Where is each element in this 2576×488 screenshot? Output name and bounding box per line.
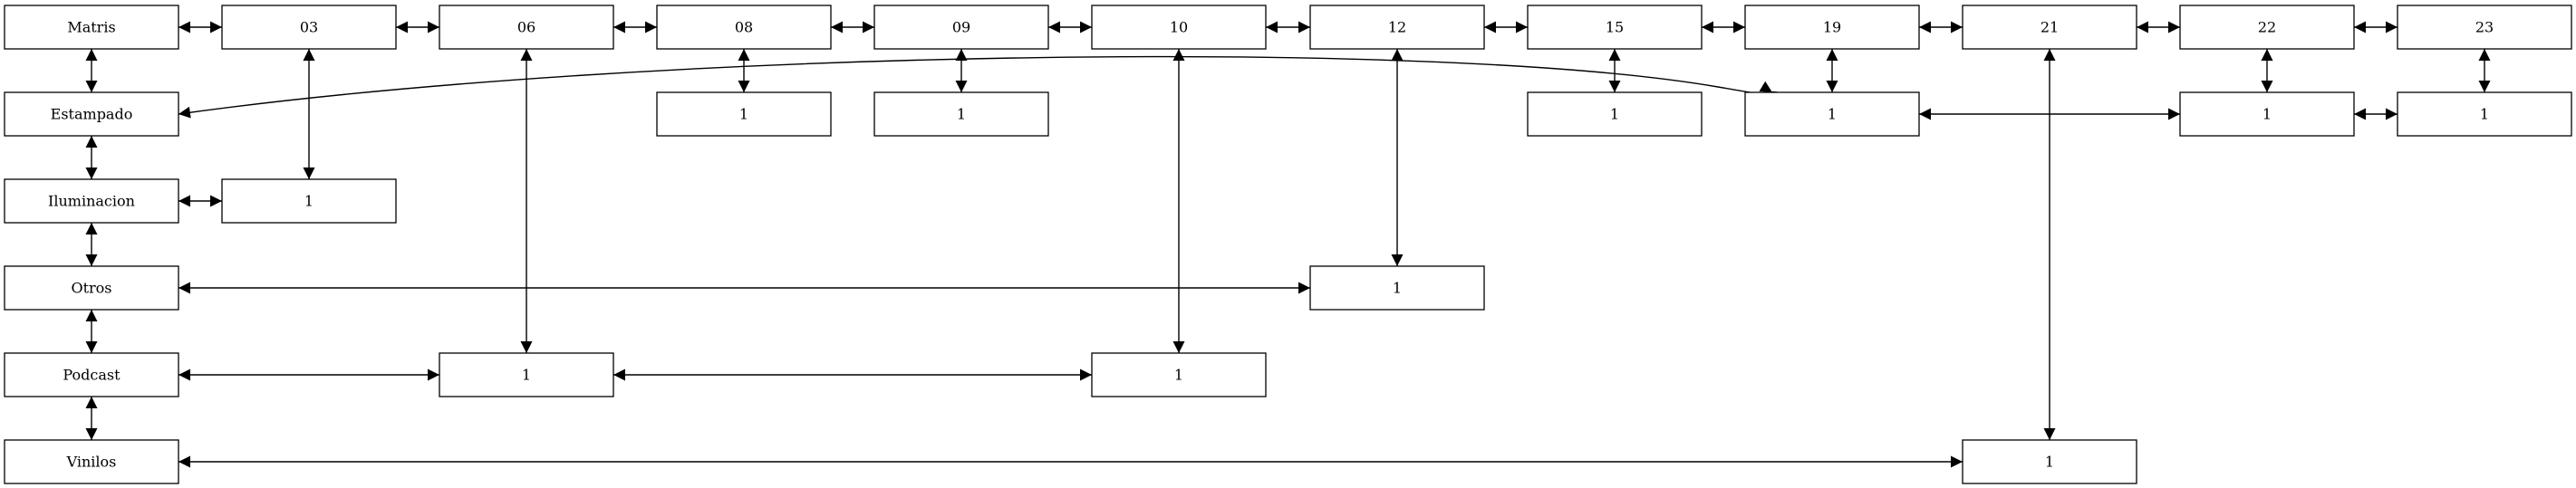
node-label: 1 xyxy=(2262,106,2272,123)
node-label: 19 xyxy=(1823,19,1841,36)
node-iluminacion: Iluminacion xyxy=(4,178,179,224)
node-box xyxy=(2397,91,2572,137)
node-label: Otros xyxy=(71,280,111,297)
node-label: 10 xyxy=(1170,19,1188,36)
node-label: 1 xyxy=(957,106,966,123)
node-box xyxy=(656,91,832,137)
node-otros: Otros xyxy=(4,265,179,311)
node-box xyxy=(1527,5,1703,50)
node-label: 21 xyxy=(2041,19,2059,36)
node-label: 12 xyxy=(1388,19,1406,36)
node-c21: 1 xyxy=(1962,439,2137,484)
node-label: 1 xyxy=(1828,106,1837,123)
node-box xyxy=(2179,91,2355,137)
node-box xyxy=(2179,5,2355,50)
node-n21: 21 xyxy=(1962,5,2137,50)
node-box xyxy=(656,5,832,50)
node-box xyxy=(1744,5,1920,50)
node-label: 03 xyxy=(300,19,318,36)
node-box xyxy=(221,178,397,224)
node-c22: 1 xyxy=(2179,91,2355,137)
node-box xyxy=(1962,439,2137,484)
node-matris: Matris xyxy=(4,5,179,50)
node-box xyxy=(4,5,179,50)
node-c23: 1 xyxy=(2397,91,2572,137)
node-label: 1 xyxy=(739,106,748,123)
node-c19: 1 xyxy=(1744,91,1920,137)
node-estampado: Estampado xyxy=(4,91,179,137)
node-label: 1 xyxy=(1393,280,1402,297)
node-box xyxy=(439,5,614,50)
node-label: Matris xyxy=(67,19,115,36)
node-c09: 1 xyxy=(873,91,1049,137)
node-n06: 06 xyxy=(439,5,614,50)
node-n03: 03 xyxy=(221,5,397,50)
node-label: 08 xyxy=(735,19,753,36)
node-label: 1 xyxy=(522,367,531,384)
node-box xyxy=(1091,5,1267,50)
node-n12: 12 xyxy=(1309,5,1485,50)
node-box xyxy=(1091,352,1267,397)
node-c10: 1 xyxy=(1091,352,1267,397)
node-box xyxy=(221,5,397,50)
node-box xyxy=(873,91,1049,137)
node-label: 1 xyxy=(304,193,314,210)
node-label: Iluminacion xyxy=(48,193,135,210)
node-box xyxy=(4,265,179,311)
node-box xyxy=(873,5,1049,50)
node-label: 1 xyxy=(2480,106,2489,123)
node-box xyxy=(1744,91,1920,137)
node-c08: 1 xyxy=(656,91,832,137)
node-label: 06 xyxy=(517,19,535,36)
node-box xyxy=(4,91,179,137)
node-box xyxy=(4,352,179,397)
node-label: 23 xyxy=(2475,19,2494,36)
node-label: 15 xyxy=(1606,19,1624,36)
node-box xyxy=(1527,91,1703,137)
node-c06: 1 xyxy=(439,352,614,397)
node-label: Estampado xyxy=(51,106,133,123)
node-vinilos: Vinilos xyxy=(4,439,179,484)
node-c12: 1 xyxy=(1309,265,1485,311)
node-n09: 09 xyxy=(873,5,1049,50)
node-box xyxy=(439,352,614,397)
node-box xyxy=(1309,5,1485,50)
node-n10: 10 xyxy=(1091,5,1267,50)
node-box xyxy=(4,178,179,224)
node-label: 22 xyxy=(2258,19,2276,36)
node-box xyxy=(1962,5,2137,50)
node-box xyxy=(2397,5,2572,50)
node-box xyxy=(1309,265,1485,311)
node-label: Podcast xyxy=(63,367,121,384)
node-n19: 19 xyxy=(1744,5,1920,50)
node-c03: 1 xyxy=(221,178,397,224)
edges-layer xyxy=(85,21,2491,468)
node-label: 1 xyxy=(2045,454,2054,471)
node-n08: 08 xyxy=(656,5,832,50)
node-n23: 23 xyxy=(2397,5,2572,50)
node-c15: 1 xyxy=(1527,91,1703,137)
node-label: 1 xyxy=(1174,367,1183,384)
node-label: 09 xyxy=(952,19,970,36)
node-box xyxy=(4,439,179,484)
node-label: 1 xyxy=(1610,106,1619,123)
node-label: Vinilos xyxy=(66,454,117,471)
node-podcast: Podcast xyxy=(4,352,179,397)
node-n22: 22 xyxy=(2179,5,2355,50)
node-n15: 15 xyxy=(1527,5,1703,50)
